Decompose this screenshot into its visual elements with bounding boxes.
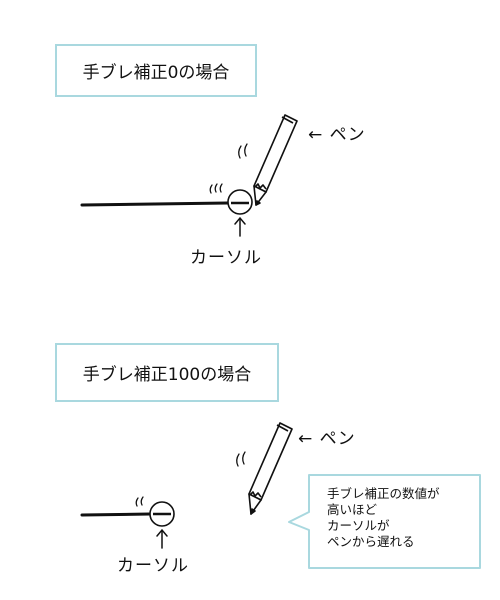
pen-label-1: ← ペン [308, 125, 366, 145]
motion-marks-cursor-2 [135, 496, 144, 507]
section1-title: 手ブレ補正0の場合 [82, 63, 230, 83]
cursor-arrow-1 [234, 216, 246, 237]
callout-line: カーソルが [327, 518, 390, 533]
motion-marks-pen-2 [236, 451, 246, 467]
pencil-icon-1 [253, 114, 298, 206]
stroke-line-2 [80, 512, 152, 517]
cursor-arrow-2 [156, 528, 168, 549]
callout-text: 手ブレ補正の数値が 高いほど カーソルが ペンから遅れる [327, 486, 467, 550]
pen-label-2: ← ペン [298, 429, 356, 449]
cursor-label-2: カーソル [117, 556, 189, 576]
callout-line: 高いほど [327, 502, 378, 517]
cursor-label-1: カーソル [190, 248, 262, 268]
motion-marks-pen-1 [238, 143, 248, 159]
section1-drawing [80, 114, 298, 237]
section2-title: 手ブレ補正100の場合 [82, 365, 252, 385]
pencil-icon-2 [248, 422, 293, 515]
callout-line: 手ブレ補正の数値が [327, 486, 440, 501]
cursor-circle-2 [149, 501, 175, 527]
section2-title-box: 手ブレ補正100の場合 [55, 343, 279, 402]
cursor-circle-1 [227, 189, 253, 215]
section2-drawing [80, 422, 481, 569]
callout-bubble [288, 474, 481, 569]
callout-line: ペンから遅れる [327, 534, 415, 549]
motion-marks-cursor-1 [209, 183, 223, 194]
stroke-line-1 [80, 201, 230, 207]
section1-title-box: 手ブレ補正0の場合 [55, 44, 257, 97]
